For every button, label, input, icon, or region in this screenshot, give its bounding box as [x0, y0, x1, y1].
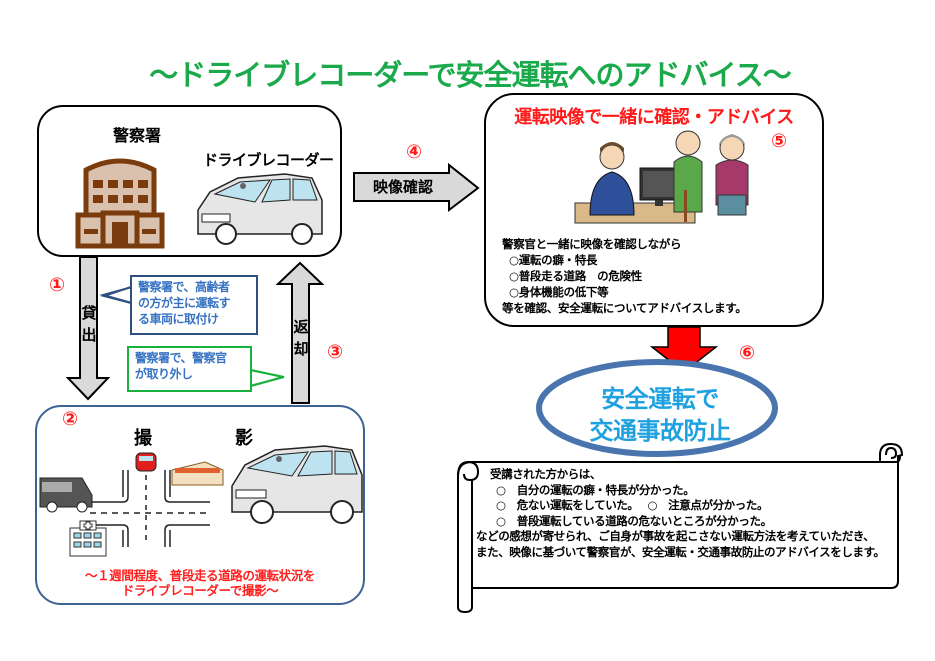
shooting-box	[35, 405, 365, 605]
red-car-icon	[135, 452, 157, 472]
return-arrow	[275, 261, 325, 404]
van-icon	[39, 477, 93, 513]
feedback-outro: などの感想が寄せられ、ご自身が事故を起こさない運転方法を考えていただき、	[476, 529, 875, 543]
goal-line-2: 交通事故防止	[589, 417, 732, 445]
goal-ellipse	[536, 359, 778, 457]
remove-callout: 警察署で、警察官 が取り外し	[127, 346, 252, 392]
page-title: ～ドライブレコーダーで安全運転へのアドバイス～	[149, 58, 791, 92]
return-char-1: 返	[293, 318, 309, 336]
feedback-item: ○ 自分の運転の癖・特長が分かった。	[496, 482, 695, 497]
goal-text: 安全運転で 交通事故防止	[530, 383, 790, 447]
shooting-caption-line: ドライブレコーダーで撮影～	[121, 583, 279, 598]
advice-outro: 等を確認、安全運転についてアドバイスします。	[502, 301, 747, 315]
install-callout-line: 警察署で、高齢者	[138, 280, 230, 294]
advice-body: 警察官と一緒に映像を確認しながら ○運転の癖・特長 ○普段走る道路 の危険性 ○…	[502, 236, 747, 316]
step-4-number: ④	[406, 141, 423, 163]
red-arrow	[649, 326, 719, 373]
callout-install-tail	[99, 285, 133, 305]
step-3-number: ③	[327, 341, 344, 363]
lend-arrow	[65, 256, 111, 401]
advice-item: ○普段走る道路 の危険性	[509, 269, 642, 283]
drive-recorder-label: ドライブレコーダー	[203, 151, 334, 169]
step-2-number: ②	[62, 408, 79, 430]
store-icon	[171, 461, 224, 486]
officer-and-elderly-icon	[574, 130, 749, 224]
shooting-caption-line: ～１週間程度、普段走る道路の運転状況を	[85, 568, 315, 583]
car-with-recorder-icon-2	[231, 445, 363, 524]
feedback-item: ○ 危ない運転をしていた。 ○ 注意点が分かった。	[496, 498, 769, 512]
feedback-outro: また、映像に基づいて警察官が、安全運転・交通事故防止のアドバイスをします。	[476, 544, 885, 559]
step-1-number: ①	[49, 274, 66, 296]
step-5-number: ⑤	[771, 130, 788, 152]
remove-callout-line: が取り外し	[135, 367, 193, 381]
callout-remove-tail	[249, 368, 285, 388]
shooting-caption: ～１週間程度、普段走る道路の運転状況を ドライブレコーダーで撮影～	[40, 568, 360, 598]
advice-intro: 警察官と一緒に映像を確認しながら	[502, 237, 682, 251]
advice-box	[484, 93, 824, 327]
police-station-label: 警察署	[113, 126, 162, 145]
feedback-text: 受講された方からは、 ○ 自分の運転の癖・特長が分かった。 ○ 危ない運転をして…	[476, 467, 885, 560]
install-callout: 警察署で、高齢者 の方が主に運転す る車両に取付け	[130, 275, 258, 335]
feedback-intro: 受講された方からは、	[490, 467, 601, 481]
police-station-box	[37, 105, 342, 257]
road-intersection-icon	[88, 470, 210, 547]
confirm-arrow	[353, 162, 480, 213]
video-confirm-label: 映像確認	[372, 178, 433, 196]
shooting-label-char-2: 影	[235, 428, 253, 449]
feedback-item: ○ 普段運転している道路の危ないところが分かった。	[496, 513, 772, 528]
lend-arrow-label: 貸 出	[79, 302, 99, 346]
lend-char-1: 貸	[81, 304, 97, 322]
goal-line-1: 安全運転で	[601, 385, 719, 413]
feedback-scroll-frame	[457, 442, 904, 614]
lend-char-2: 出	[81, 326, 97, 344]
advice-item: ○身体機能の低下等	[509, 285, 609, 299]
return-char-2: 却	[293, 340, 309, 358]
advice-title: 運転映像で一緒に確認・アドバイス	[514, 107, 794, 128]
remove-callout-line: 警察署で、警察官	[135, 351, 227, 365]
hospital-icon	[69, 520, 107, 557]
install-callout-line: る車両に取付け	[138, 312, 219, 326]
step-6-number: ⑥	[739, 342, 756, 364]
install-callout-line: の方が主に運転す	[138, 296, 231, 310]
return-arrow-label: 返 却	[291, 316, 311, 360]
advice-item: ○運転の癖・特長	[509, 253, 598, 267]
shooting-label-char-1: 撮	[134, 428, 152, 449]
